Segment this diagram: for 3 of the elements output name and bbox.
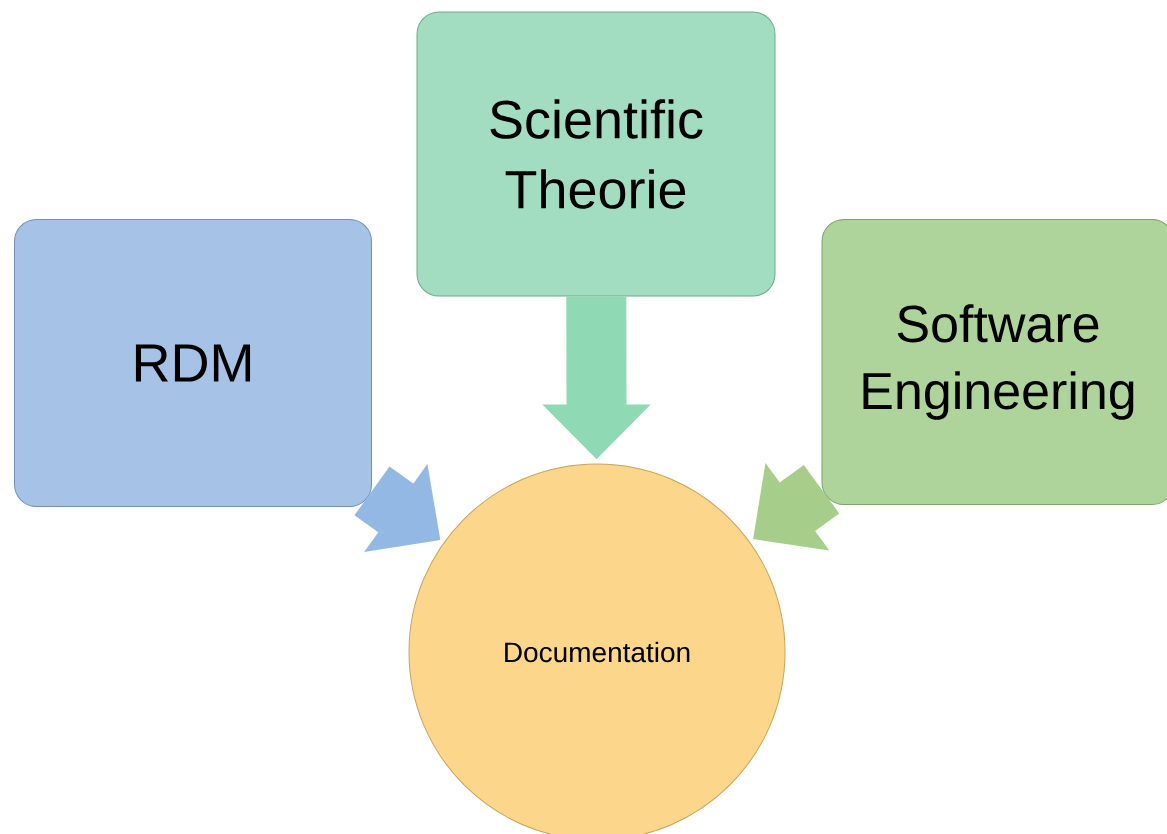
process-box: Scientific Theorie <box>416 11 776 297</box>
process-box: RDM <box>14 219 372 507</box>
process-box: Software Engineering <box>821 219 1167 505</box>
